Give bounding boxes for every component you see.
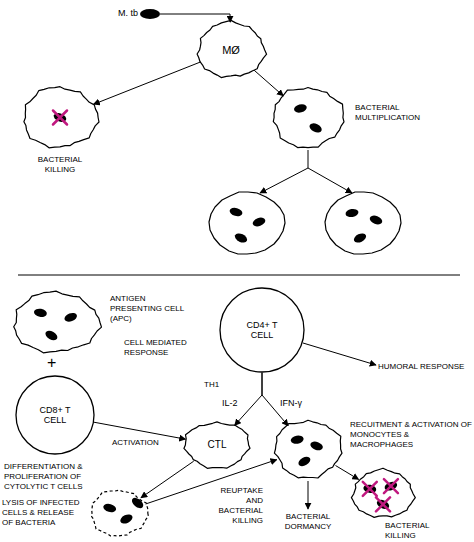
bacterium bbox=[140, 9, 160, 19]
cell-caption: ANTIGEN PRESENTING CELL (APC) bbox=[110, 294, 186, 324]
split-arrow bbox=[260, 168, 308, 193]
cell-membrane bbox=[91, 490, 148, 536]
bacterium bbox=[229, 206, 244, 217]
bacterium bbox=[290, 435, 304, 445]
macrophage-cell: BACTERIAL KILLING bbox=[350, 468, 416, 520]
arrow-connector bbox=[254, 70, 283, 96]
kill-mark bbox=[376, 497, 390, 511]
bacterium bbox=[352, 232, 367, 245]
edge-label: IL-2 bbox=[222, 398, 238, 408]
bacterium bbox=[345, 208, 359, 218]
divider-line bbox=[18, 275, 460, 276]
bacterium bbox=[375, 498, 390, 511]
arrow-connector bbox=[336, 466, 359, 480]
arrow-connector bbox=[94, 62, 201, 104]
bacterium bbox=[252, 216, 267, 228]
bacterium bbox=[369, 214, 384, 226]
cell-outline bbox=[88, 488, 150, 538]
bacterium: M. tb bbox=[140, 9, 160, 19]
bacterium bbox=[33, 308, 47, 318]
bacterium bbox=[308, 122, 323, 135]
split-arrow bbox=[308, 168, 352, 193]
cell-name: CD8+ T CELL bbox=[15, 375, 95, 455]
bacterium bbox=[233, 232, 248, 245]
bacterium bbox=[309, 440, 324, 452]
cell-caption: BACTERIAL KILLING bbox=[385, 521, 457, 541]
t-cell-circle: CD8+ T CELL bbox=[15, 375, 95, 455]
macrophage-cell bbox=[325, 192, 401, 254]
arrow-connector bbox=[141, 461, 194, 498]
plus-sign: + bbox=[47, 355, 67, 371]
kill-mark bbox=[384, 479, 398, 493]
cell-membrane bbox=[351, 468, 415, 517]
edge-label: IFN-γ bbox=[280, 398, 302, 408]
edge-label: REUPTAKE AND BACTERIAL KILLING bbox=[205, 486, 263, 526]
cell-circle bbox=[220, 288, 304, 372]
outcome-label: BACTERIAL DORMANCY bbox=[276, 512, 340, 532]
cell-outline bbox=[20, 85, 100, 150]
bacterium bbox=[297, 455, 312, 468]
bacterium bbox=[63, 311, 78, 323]
bacterium bbox=[119, 513, 134, 526]
cell-membrane bbox=[274, 420, 342, 478]
bacterium bbox=[293, 103, 308, 114]
cell-membrane bbox=[273, 88, 344, 148]
dormancy-arrow bbox=[308, 481, 309, 509]
cell-caption: RECUITMENT & ACTIVATION OF MONOCYTES & M… bbox=[350, 420, 472, 450]
bacterium bbox=[44, 329, 59, 342]
cell-caption: BACTERIAL KILLING bbox=[28, 155, 92, 175]
cell-name: MØ bbox=[195, 20, 267, 80]
cell-caption: BACTERIAL MULTIPLICATION bbox=[355, 103, 455, 123]
edge-label: ACTIVATION bbox=[112, 438, 159, 448]
cell-membrane bbox=[24, 87, 99, 148]
cell-outline bbox=[350, 468, 416, 520]
split-line bbox=[308, 150, 309, 168]
arrow-connector bbox=[235, 373, 262, 426]
response-arrow bbox=[303, 343, 376, 365]
process-label: DIFFERENTIATION & PROLIFERATION OF CYTOL… bbox=[4, 462, 116, 492]
bacterium bbox=[102, 502, 117, 513]
t-cell-circle: CD4+ T CELL bbox=[219, 287, 305, 373]
macrophage-cell bbox=[209, 192, 285, 254]
cell-name: CTL bbox=[182, 420, 252, 470]
cell-caption: M. tb bbox=[108, 8, 138, 18]
cell-caption: LYSIS OF INFECTED CELLS & RELEASE OF BAC… bbox=[2, 498, 86, 528]
macrophage-cell: BACTERIAL KILLING bbox=[20, 85, 100, 150]
pathway-label: TH1 bbox=[204, 380, 234, 390]
cell-circle bbox=[16, 376, 94, 454]
outcome-label: HUMORAL RESPONSE bbox=[378, 362, 472, 372]
pathway-label: CELL MEDIATED RESPONSE bbox=[124, 338, 200, 358]
arrow-connector bbox=[160, 14, 230, 22]
arrow-connector bbox=[94, 422, 186, 439]
cell-outline bbox=[272, 418, 344, 480]
cell-outline bbox=[270, 85, 346, 150]
kill-mark bbox=[53, 111, 67, 125]
cell-outline bbox=[140, 9, 160, 19]
macrophage-cell: MØ bbox=[195, 20, 267, 80]
cell-membrane bbox=[14, 291, 102, 353]
lysed-cell: LYSIS OF INFECTED CELLS & RELEASE OF BAC… bbox=[88, 488, 150, 538]
macrophage-cell: BACTERIAL MULTIPLICATION bbox=[270, 85, 346, 150]
cell-name: CD4+ T CELL bbox=[219, 287, 305, 373]
cytolytic-t-cell: CTL bbox=[182, 420, 252, 470]
cell-outline bbox=[10, 290, 102, 355]
macrophage-cell: RECUITMENT & ACTIVATION OF MONOCYTES & M… bbox=[272, 418, 344, 480]
antigen-presenting-cell: ANTIGEN PRESENTING CELL (APC) bbox=[10, 290, 102, 355]
bacterium bbox=[130, 496, 145, 510]
kill-mark bbox=[363, 482, 377, 496]
